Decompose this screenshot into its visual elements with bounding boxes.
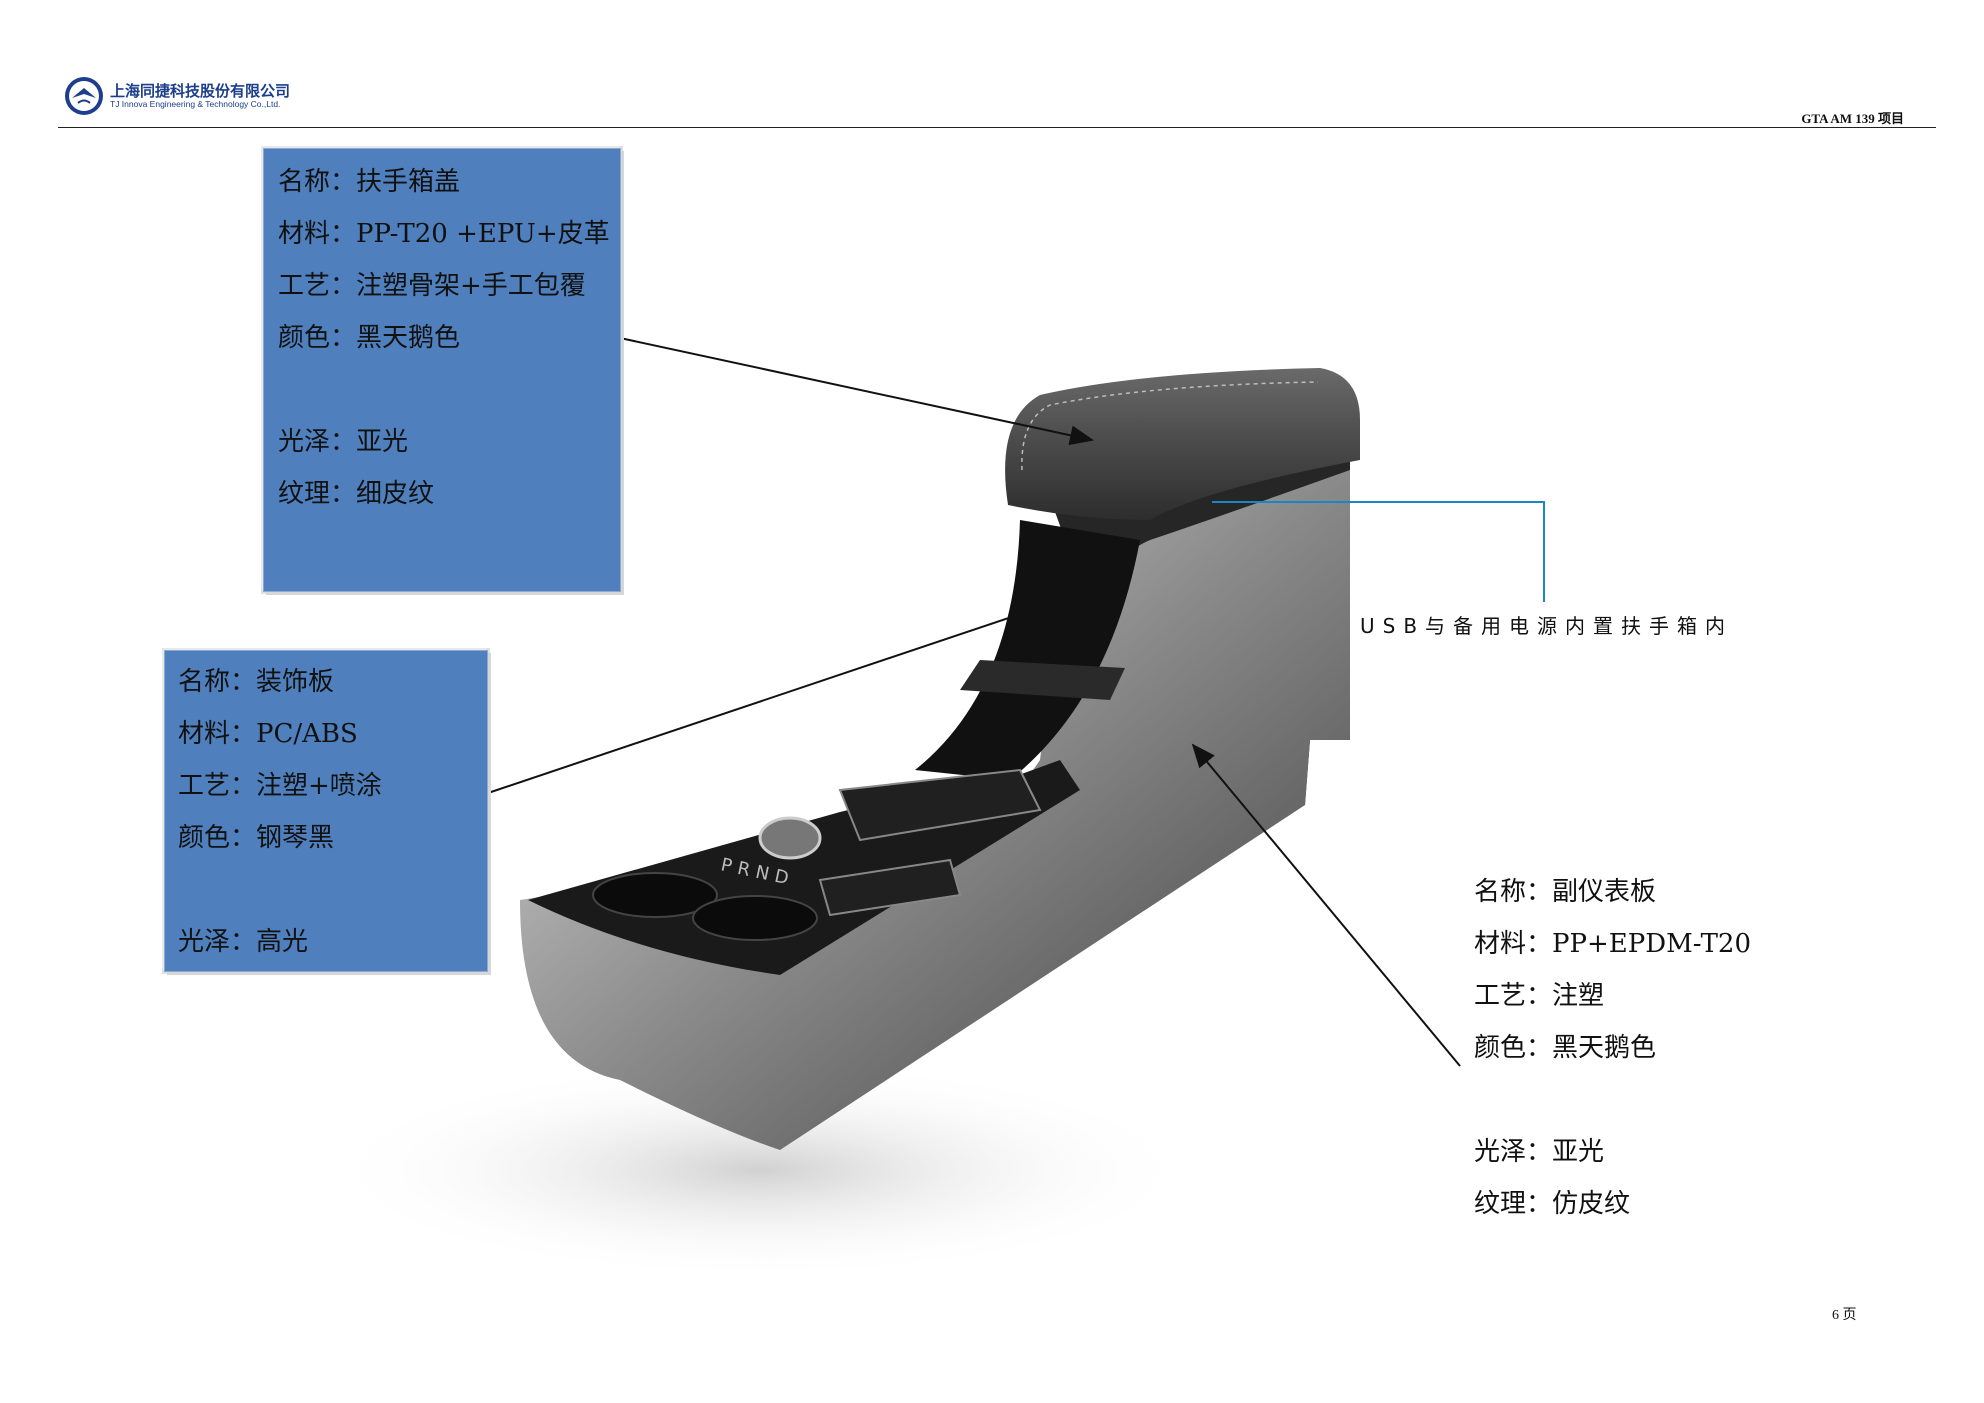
company-name-en: TJ Innova Engineering & Technology Co.,L… (110, 99, 281, 109)
rotary-knob (758, 816, 822, 860)
cup-holder-1 (592, 872, 718, 918)
usb-note: USB与备用电源内置扶手箱内 (1360, 614, 1734, 638)
leader-console (1191, 743, 1461, 1067)
callout-armrest-lid (263, 148, 621, 592)
header-divider (58, 127, 1936, 128)
spec-line: 工艺：注塑 (1474, 981, 1605, 1011)
page-header: 上海同捷科技股份有限公司 TJ Innova Engineering & Tec… (0, 0, 1984, 130)
spec-line: 光泽：亚光 (1474, 1137, 1605, 1167)
lid-stitching (1021, 381, 1319, 471)
leader-usb (1212, 501, 1545, 602)
armrest-lid (1005, 368, 1360, 520)
spec-line: 纹理：细皮纹 (278, 479, 435, 509)
leader-trim-panel (487, 595, 1070, 794)
spec-line: 材料：PC/ABS (178, 719, 358, 749)
spec-line: 颜色：黑天鹅色 (278, 323, 461, 353)
page-number: 6 页 (1832, 1308, 1857, 1323)
spec-line: 光泽：亚光 (278, 427, 409, 457)
cup-holder-2 (692, 895, 818, 941)
storage-slot (960, 660, 1125, 700)
company-name-cn: 上海同捷科技股份有限公司 (110, 82, 291, 100)
callout-trim-panel (164, 650, 488, 972)
switch-panel (818, 858, 962, 917)
spec-line: 材料：PP+EPDM-T20 (1474, 929, 1751, 959)
spec-line: 材料：PP-T20 +EPU+皮革 (278, 219, 610, 249)
console-side-panel (520, 470, 1350, 1150)
leader-armrest-lid (619, 337, 1094, 446)
spec-line: 工艺：注塑骨架+手工包覆 (278, 271, 586, 301)
console-specs: 名称：副仪表板 材料：PP+EPDM-T20 工艺：注塑 颜色：黑天鹅色 光泽：… (1474, 866, 1751, 1230)
floor-shadow (320, 1060, 1200, 1280)
control-panel (838, 768, 1042, 842)
spec-line: 名称：扶手箱盖 (278, 167, 461, 197)
armrest-lid-specs: 名称：扶手箱盖 材料：PP-T20 +EPU+皮革 工艺：注塑骨架+手工包覆 颜… (278, 156, 610, 520)
spec-line: 光泽：高光 (178, 927, 309, 957)
trim-panel-surface (915, 520, 1140, 780)
spec-line: 颜色：钢琴黑 (178, 823, 335, 853)
spec-line: 名称：装饰板 (178, 667, 335, 697)
spec-line: 名称：副仪表板 (1474, 877, 1657, 907)
trim-panel-specs: 名称：装饰板 材料：PC/ABS 工艺：注塑+喷涂 颜色：钢琴黑 光泽：高光 (178, 656, 382, 968)
spec-line: 工艺：注塑+喷涂 (178, 771, 382, 801)
spec-line: 纹理：仿皮纹 (1474, 1189, 1631, 1219)
company-logo-icon (65, 77, 103, 115)
spec-line: 颜色：黑天鹅色 (1474, 1033, 1657, 1063)
project-title: GTA AM 139 项目 (1801, 111, 1904, 126)
